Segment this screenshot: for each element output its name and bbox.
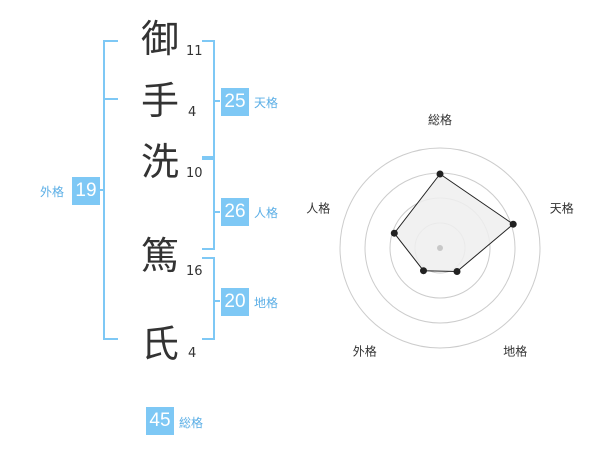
radar-point-5 <box>390 229 398 237</box>
chikaku-label: 地格 <box>254 296 279 310</box>
name-char-2: 手 <box>141 79 180 123</box>
name-char-1: 御 <box>141 17 180 61</box>
jinkaku-bracket <box>202 156 215 250</box>
radar-point-2 <box>509 220 517 228</box>
gaikaku-label: 外格 <box>40 185 65 199</box>
chikaku-value: 20 <box>221 288 249 316</box>
tenkaku-value: 25 <box>221 88 249 116</box>
stroke-count-5: 4 <box>188 346 197 361</box>
radar-axis-label-5: 人格 <box>306 200 330 215</box>
soukaku-label: 総格 <box>179 416 204 430</box>
soukaku-value: 45 <box>146 407 174 435</box>
radar-point-3 <box>453 268 461 275</box>
jinkaku-label: 人格 <box>254 206 279 220</box>
radar-axis-label-2: 天格 <box>550 200 574 215</box>
jinkaku-value: 26 <box>221 198 249 226</box>
radar-point-4 <box>420 267 427 275</box>
radar-center-dot <box>437 245 443 251</box>
radar-axis-label-4: 外格 <box>353 344 377 359</box>
name-char-5: 氏 <box>141 322 180 366</box>
chikaku-bracket <box>202 257 215 340</box>
gaikaku-value: 19 <box>72 177 100 205</box>
stroke-count-1: 11 <box>186 44 203 59</box>
name-char-3: 洗 <box>141 140 180 184</box>
radar-ring-4 <box>339 147 541 349</box>
stroke-count-4: 16 <box>186 264 203 279</box>
radar-axis-label-1: 総格 <box>428 112 452 127</box>
stroke-count-3: 10 <box>186 166 203 181</box>
tenkaku-label: 天格 <box>254 96 279 110</box>
radar-polygon <box>393 173 515 273</box>
radar-point-1 <box>436 170 444 178</box>
name-char-4: 篤 <box>141 234 180 278</box>
radar-axis-label-3: 地格 <box>503 344 527 359</box>
stroke-count-2: 4 <box>188 105 197 120</box>
